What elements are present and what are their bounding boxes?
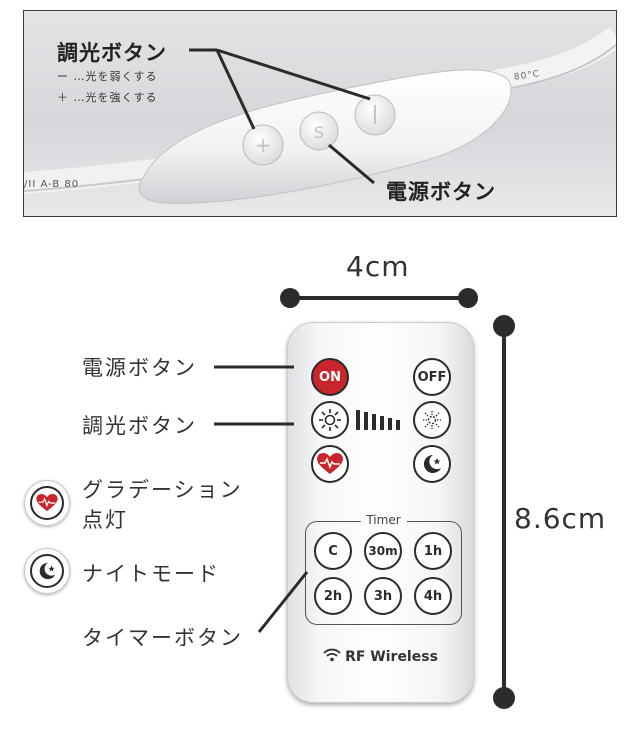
gradation-legend-icon [24,480,70,526]
power-pointer-line [214,365,294,369]
gradation-label-line1: グラデーション [82,478,243,502]
timer-panel: Timer C 30m 1h 2h 3h 4h [305,513,462,625]
width-dimension-line [280,288,478,308]
night-legend-icon [24,548,70,594]
controller-photo: + S /II A-B 80 80°C 調光ボタン ー …光を弱くする ＋ …光… [23,10,617,217]
night-mode-label: ナイトモード [82,562,220,586]
moon-star-icon [39,562,56,580]
dimmer-button-label: 調光ボタン [82,414,197,438]
dimmer-up-button[interactable] [311,401,349,439]
timer-clear-button[interactable]: C [314,532,352,570]
dimmer-plus-caption: ＋ …光を強くする [57,91,158,104]
dimmer-pointer-line [214,422,294,426]
power-button-caption: 電源ボタン [386,180,496,204]
dimmer-button-caption: 調光ボタン [57,41,167,65]
moon-star-icon [423,454,441,473]
dimmer-minus-caption: ー …光を弱くする [57,70,158,83]
svg-text:S: S [314,123,324,142]
power-button-label: 電源ボタン [82,356,197,380]
brand-row: RF Wireless [288,648,473,665]
svg-text:+: + [255,133,272,157]
timer-4h-button[interactable]: 4h [414,577,452,615]
cable-print-left: /II A-B 80 [24,179,80,190]
width-label: 4cm [346,250,410,283]
timer-30m-button[interactable]: 30m [364,532,402,570]
timer-2h-button[interactable]: 2h [314,577,352,615]
remote-control: ON OFF [287,322,474,703]
sun-bright-icon [319,409,341,431]
night-mode-button[interactable] [413,445,451,483]
gradation-button[interactable] [311,445,349,483]
gradation-label-line2: 点灯 [82,508,128,532]
height-label: 8.6cm [514,502,607,535]
brightness-level-icon [356,410,400,430]
timer-button-label: タイマーボタン [82,626,243,650]
inline-controller-illustration: + S [24,27,616,204]
timer-1h-button[interactable]: 1h [414,532,452,570]
dimmer-down-button[interactable] [413,401,451,439]
off-button[interactable]: OFF [413,358,451,396]
height-dimension-line [493,315,515,709]
timer-pointer-line [257,571,309,633]
wireless-icon [323,648,341,662]
sun-dim-icon [423,411,441,429]
timer-title: Timer [360,513,407,527]
brand-label: RF Wireless [345,649,438,665]
heart-pulse-icon [317,453,343,474]
heart-pulse-icon [36,494,58,512]
timer-3h-button[interactable]: 3h [364,577,402,615]
on-button[interactable]: ON [311,358,349,396]
